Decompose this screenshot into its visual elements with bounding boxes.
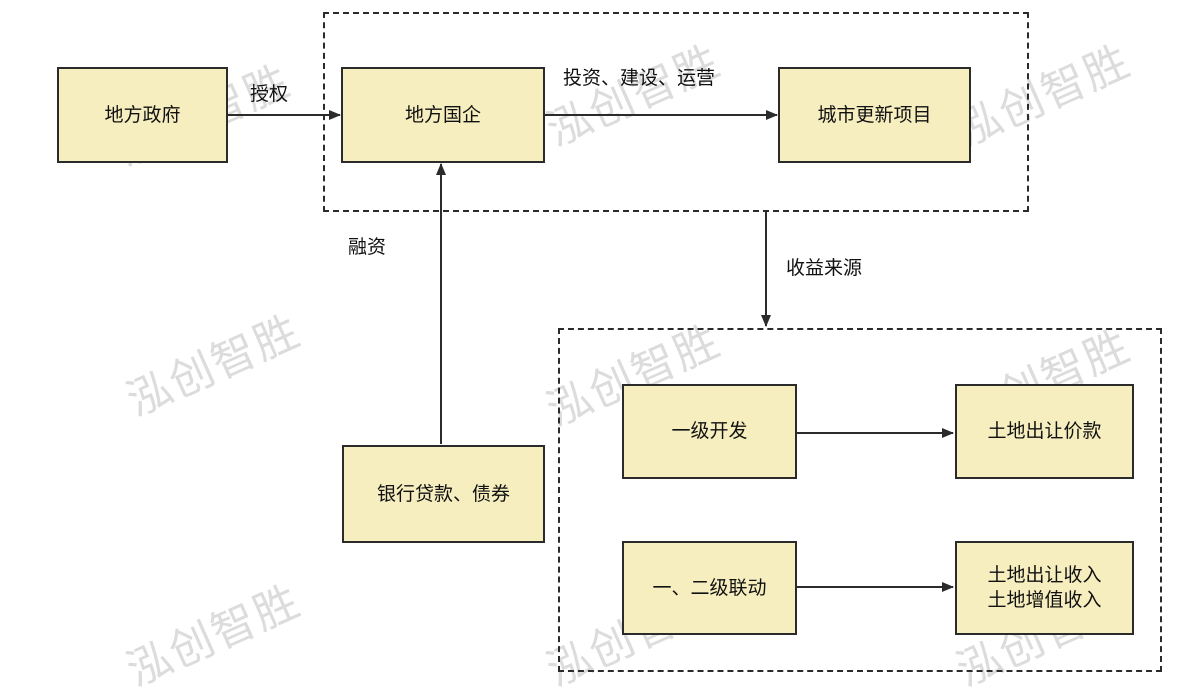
- node-bank-loans-bonds: 银行贷款、债券: [342, 445, 545, 543]
- node-linked-development: 一、二级联动: [622, 541, 797, 635]
- node-label-line-2: 土地增值收入: [987, 589, 1102, 611]
- node-label: 银行贷款、债券: [376, 482, 510, 505]
- edge-label-authorize: 授权: [250, 83, 289, 105]
- node-label: 城市更新项目: [817, 103, 932, 126]
- edge-label-invest-build-operate: 投资、建设、运营: [563, 67, 716, 89]
- node-label: 地方国企: [404, 103, 481, 126]
- diagram-canvas: 泓创智胜 泓创智胜 泓创智胜 泓创智胜 泓创智胜 泓创智胜 泓创智胜 泓创智胜 …: [57, 12, 1162, 697]
- edge-label-revenue-source: 收益来源: [786, 257, 863, 279]
- revenue-group-container: [558, 328, 1162, 672]
- node-label: 一级开发: [671, 420, 748, 443]
- edge-layer: [228, 110, 954, 592]
- node-local-soe: 地方国企: [341, 67, 545, 163]
- top-group-container: [323, 12, 1029, 212]
- node-label: 土地出让价款: [987, 420, 1102, 443]
- node-urban-renewal-project: 城市更新项目: [778, 67, 971, 163]
- node-label: 一、二级联动: [652, 576, 767, 599]
- node-primary-development: 一级开发: [622, 384, 797, 479]
- node-local-government: 地方政府: [57, 67, 228, 163]
- node-land-income: 土地出让收入 土地增值收入: [955, 541, 1134, 635]
- node-label-line-1: 土地出让收入: [987, 564, 1102, 587]
- node-land-transfer-price: 土地出让价款: [955, 384, 1134, 479]
- node-label: 地方政府: [104, 103, 181, 126]
- edge-label-financing: 融资: [348, 236, 387, 258]
